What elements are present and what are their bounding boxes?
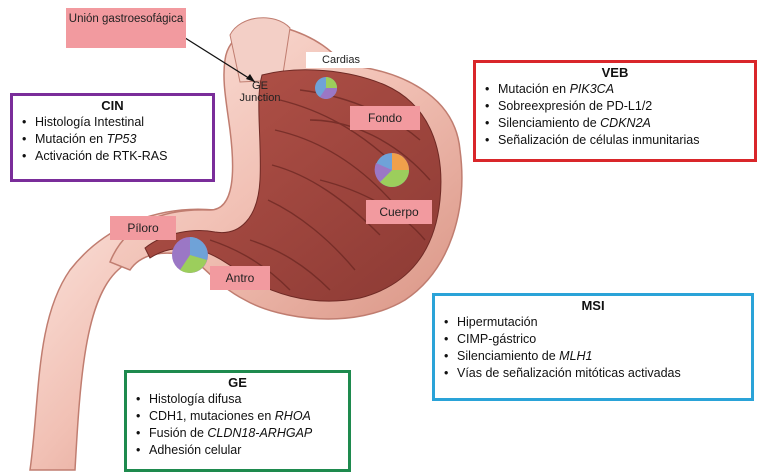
veb-list: Mutación en PIK3CA Sobreexpresión de PD-… (482, 81, 748, 149)
piloro-label: Píloro (110, 216, 176, 240)
msi-item: CIMP-gástrico (457, 331, 745, 348)
veb-box: VEB Mutación en PIK3CA Sobreexpresión de… (473, 60, 757, 162)
cin-box: CIN Histología Intestinal Mutación en TP… (10, 93, 215, 182)
ge-list: Histología difusa CDH1, mutaciones en RH… (133, 391, 342, 459)
msi-list: Hipermutación CIMP-gástrico Silenciamien… (441, 314, 745, 382)
pie-chart-antro-icon (172, 237, 208, 273)
ge-item: Fusión de CLDN18-ARHGAP (149, 425, 342, 442)
msi-item: Vías de señalización mitóticas activadas (457, 365, 745, 382)
cin-item: Mutación en TP53 (35, 131, 206, 148)
ge-item: Adhesión celular (149, 442, 342, 459)
ge-box: GE Histología difusa CDH1, mutaciones en… (124, 370, 351, 472)
pie-chart-cardias-icon (315, 77, 337, 99)
msi-item: Hipermutación (457, 314, 745, 331)
cin-list: Histología Intestinal Mutación en TP53 A… (19, 114, 206, 165)
cin-item: Activación de RTK-RAS (35, 148, 206, 165)
cin-title: CIN (19, 98, 206, 113)
msi-box: MSI Hipermutación CIMP-gástrico Silencia… (432, 293, 754, 401)
ge-item: CDH1, mutaciones en RHOA (149, 408, 342, 425)
cuerpo-label: Cuerpo (366, 200, 432, 224)
fondo-label: Fondo (350, 106, 420, 130)
msi-title: MSI (441, 298, 745, 313)
ge-title: GE (133, 375, 342, 390)
veb-item: Silenciamiento de CDKN2A (498, 115, 748, 132)
antro-label: Antro (210, 266, 270, 290)
veb-item: Sobreexpresión de PD-L1/2 (498, 98, 748, 115)
veb-item: Mutación en PIK3CA (498, 81, 748, 98)
veb-title: VEB (482, 65, 748, 80)
ge-junction-label: GE Junction (235, 80, 285, 104)
union-label: Unión gastroesofágica (66, 8, 186, 48)
msi-item: Silenciamiento de MLH1 (457, 348, 745, 365)
ge-item: Histología difusa (149, 391, 342, 408)
cardias-label: Cardias (306, 52, 376, 68)
cin-item: Histología Intestinal (35, 114, 206, 131)
veb-item: Señalización de células inmunitarias (498, 132, 748, 149)
